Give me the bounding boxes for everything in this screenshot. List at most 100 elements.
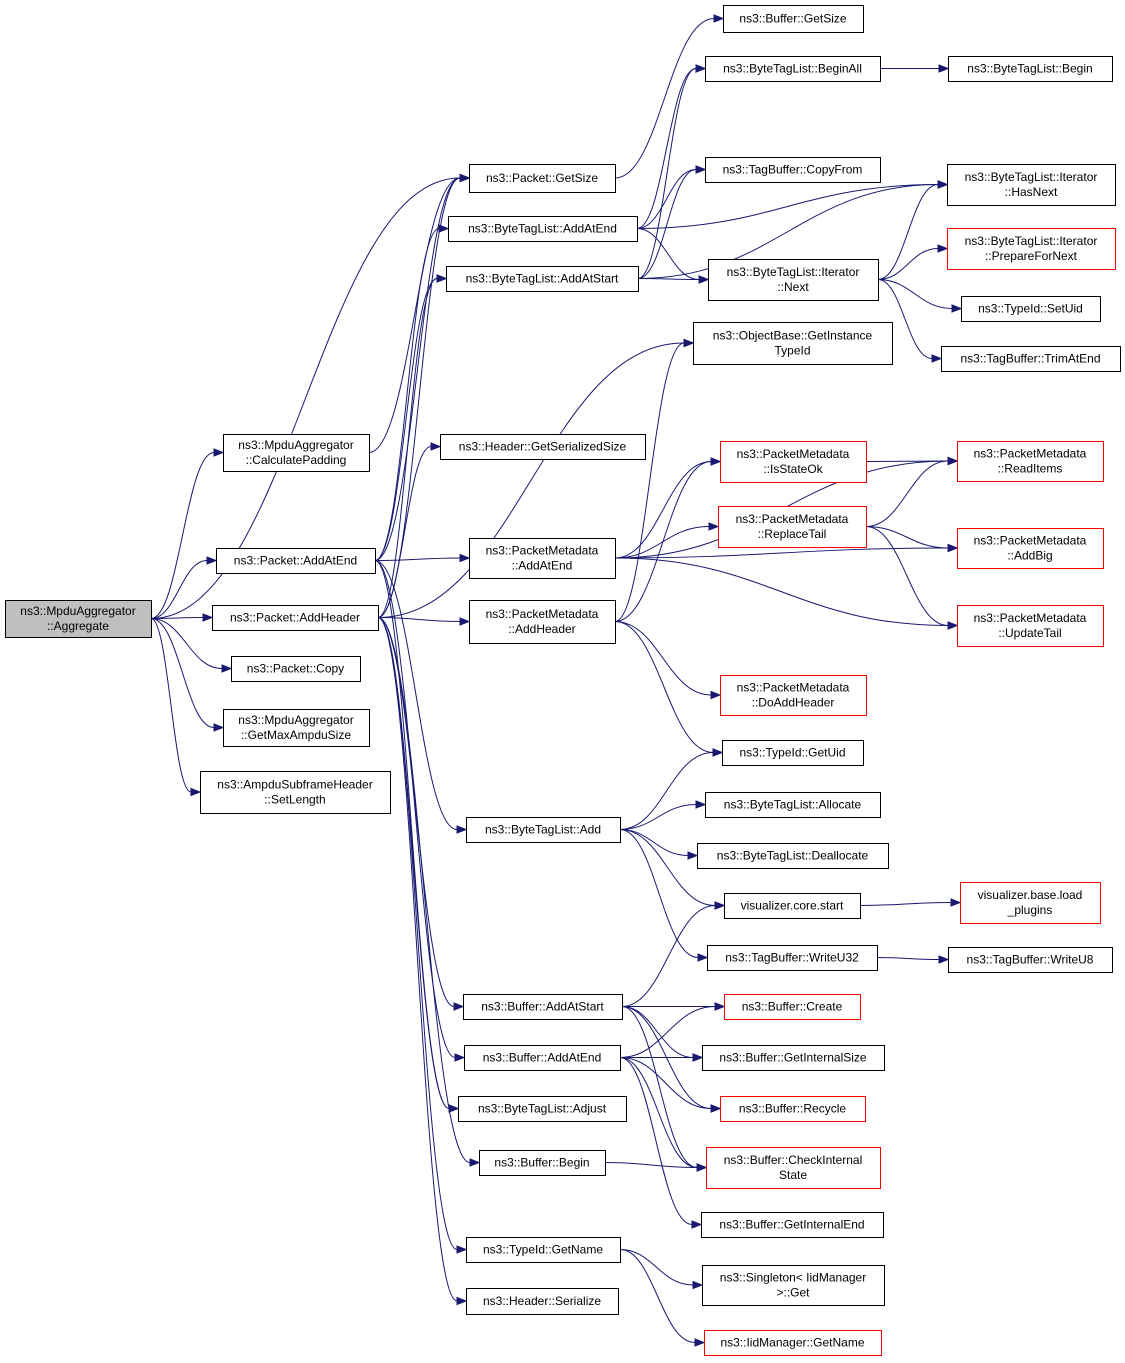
node-label: ns3::Header::GetSerializedSize bbox=[459, 440, 627, 454]
edge-viz-start-to-viz-load-plugins bbox=[859, 898, 962, 907]
edge-line bbox=[619, 752, 714, 830]
node-p-get-size[interactable]: ns3::Packet::GetSize bbox=[469, 164, 616, 193]
edge-arrowhead bbox=[692, 1053, 704, 1062]
edge-p-add-header-to-h-get-ser-size bbox=[377, 442, 442, 618]
node-pm-do-add-header[interactable]: ns3::PacketMetadata::DoAddHeader bbox=[720, 675, 867, 716]
node-pm-read-items[interactable]: ns3::PacketMetadata::ReadItems bbox=[957, 441, 1104, 482]
node-get-max-ampdu[interactable]: ns3::MpduAggregator::GetMaxAmpduSize bbox=[223, 709, 370, 747]
node-agg[interactable]: ns3::MpduAggregator::Aggregate bbox=[5, 600, 152, 638]
node-sing-get[interactable]: ns3::Singleton< IidManager>::Get bbox=[702, 1265, 885, 1306]
edge-arrowhead bbox=[710, 1104, 722, 1113]
node-btl-add-at-end[interactable]: ns3::ByteTagList::AddAtEnd bbox=[448, 216, 638, 242]
edge-p-add-header-to-h-serialize bbox=[377, 617, 468, 1306]
node-label: ns3::PacketMetadata bbox=[486, 544, 599, 558]
node-label: ::SetLength bbox=[264, 793, 325, 807]
node-tb-write-u8[interactable]: ns3::TagBuffer::WriteU8 bbox=[948, 947, 1113, 973]
node-tb-copy-from[interactable]: ns3::TagBuffer::CopyFrom bbox=[705, 157, 881, 183]
node-box bbox=[448, 216, 638, 242]
edge-arrowhead bbox=[698, 275, 710, 284]
node-label: ns3::TypeId::GetUid bbox=[739, 746, 845, 760]
node-pm-add-big[interactable]: ns3::PacketMetadata::AddBig bbox=[957, 528, 1104, 569]
node-h-get-ser-size[interactable]: ns3::Header::GetSerializedSize bbox=[440, 434, 646, 460]
edge-line bbox=[377, 342, 685, 618]
edge-arrowhead bbox=[938, 955, 950, 964]
node-b-get-int-size[interactable]: ns3::Buffer::GetInternalSize bbox=[702, 1045, 885, 1071]
node-label: ns3::ByteTagList::Adjust bbox=[478, 1102, 607, 1116]
edge-arrowhead bbox=[436, 274, 448, 283]
edge-arrowhead bbox=[697, 953, 709, 962]
node-box bbox=[479, 1150, 606, 1176]
node-label: ns3::ByteTagList::Allocate bbox=[724, 798, 862, 812]
node-h-serialize[interactable]: ns3::Header::Serialize bbox=[466, 1288, 619, 1315]
edge-p-get-size-to-b-get-size bbox=[614, 14, 725, 179]
node-label: ::UpdateTail bbox=[998, 626, 1061, 640]
node-tid-get-name[interactable]: ns3::TypeId::GetName bbox=[466, 1237, 621, 1263]
node-box bbox=[705, 157, 881, 183]
edge-pm-add-header-to-ob-get-inst bbox=[614, 338, 695, 622]
node-btl-begin[interactable]: ns3::ByteTagList::Begin bbox=[948, 56, 1113, 82]
node-viz-start[interactable]: visualizer.core.start bbox=[724, 893, 861, 919]
node-label: ns3::AmpduSubframeHeader bbox=[217, 778, 372, 792]
edge-arrowhead bbox=[190, 787, 202, 797]
node-set-length[interactable]: ns3::AmpduSubframeHeader::SetLength bbox=[200, 771, 391, 814]
node-pm-is-state-ok[interactable]: ns3::PacketMetadata::IsStateOk bbox=[720, 441, 867, 483]
edge-arrowhead bbox=[695, 165, 707, 174]
node-pm-add-at-end[interactable]: ns3::PacketMetadata::AddAtEnd bbox=[469, 538, 616, 579]
edge-arrowhead bbox=[469, 1158, 481, 1167]
node-tb-write-u32[interactable]: ns3::TagBuffer::WriteU32 bbox=[707, 945, 878, 971]
node-b-get-int-end[interactable]: ns3::Buffer::GetInternalEnd bbox=[701, 1212, 884, 1238]
node-btl-add-at-start[interactable]: ns3::ByteTagList::AddAtStart bbox=[446, 266, 639, 292]
node-p-copy[interactable]: ns3::Packet::Copy bbox=[231, 656, 361, 682]
edge-agg-to-get-max-ampdu bbox=[150, 618, 225, 732]
node-b-begin[interactable]: ns3::Buffer::Begin bbox=[479, 1150, 606, 1176]
edge-btl-add-to-btl-allocate bbox=[619, 800, 707, 830]
node-box bbox=[200, 771, 391, 814]
node-pm-add-header[interactable]: ns3::PacketMetadata::AddHeader bbox=[469, 600, 616, 644]
edge-agg-to-p-add-header bbox=[150, 613, 214, 622]
node-btl-add[interactable]: ns3::ByteTagList::Add bbox=[466, 817, 621, 843]
node-it-prepare[interactable]: ns3::ByteTagList::Iterator::PrepareForNe… bbox=[947, 228, 1116, 270]
node-btl-adjust[interactable]: ns3::ByteTagList::Adjust bbox=[458, 1096, 627, 1122]
node-it-next[interactable]: ns3::ByteTagList::Iterator::Next bbox=[708, 259, 879, 301]
node-box bbox=[223, 709, 370, 747]
node-label: ::DoAddHeader bbox=[752, 696, 835, 710]
edge-line bbox=[619, 804, 697, 830]
node-box bbox=[720, 675, 867, 716]
node-b-create[interactable]: ns3::Buffer::Create bbox=[724, 994, 861, 1020]
edge-arrowhead bbox=[459, 173, 471, 183]
node-label: _plugins bbox=[1007, 903, 1053, 917]
edge-line bbox=[377, 177, 461, 618]
node-it-has-next[interactable]: ns3::ByteTagList::Iterator::HasNext bbox=[947, 164, 1116, 206]
node-label: ns3::PacketMetadata bbox=[737, 681, 850, 695]
node-box bbox=[463, 994, 623, 1020]
node-b-recycle[interactable]: ns3::Buffer::Recycle bbox=[720, 1096, 866, 1122]
edge-line bbox=[150, 452, 215, 619]
node-b-get-size[interactable]: ns3::Buffer::GetSize bbox=[723, 5, 864, 33]
node-iid-get-name[interactable]: ns3::IidManager::GetName bbox=[704, 1330, 882, 1356]
node-btl-begin-all[interactable]: ns3::ByteTagList::BeginAll bbox=[705, 56, 881, 82]
node-p-add-header[interactable]: ns3::Packet::AddHeader bbox=[212, 605, 379, 631]
node-label: ::AddHeader bbox=[508, 622, 575, 636]
edge-line bbox=[614, 461, 712, 559]
node-tid-set-uid[interactable]: ns3::TypeId::SetUid bbox=[961, 296, 1101, 322]
node-tid-get-uid[interactable]: ns3::TypeId::GetUid bbox=[722, 740, 864, 766]
node-btl-allocate[interactable]: ns3::ByteTagList::Allocate bbox=[705, 792, 881, 818]
node-box bbox=[469, 600, 616, 644]
node-pm-replace-tail[interactable]: ns3::PacketMetadata::ReplaceTail bbox=[718, 506, 867, 548]
edge-line bbox=[637, 278, 700, 280]
node-pm-update-tail[interactable]: ns3::PacketMetadata::UpdateTail bbox=[957, 605, 1104, 647]
node-viz-load-plugins[interactable]: visualizer.base.load_plugins bbox=[960, 882, 1101, 924]
node-calcpad[interactable]: ns3::MpduAggregator::CalculatePadding bbox=[223, 434, 370, 472]
node-b-add-at-start[interactable]: ns3::Buffer::AddAtStart bbox=[463, 994, 623, 1020]
node-b-add-at-end[interactable]: ns3::Buffer::AddAtEnd bbox=[464, 1045, 621, 1071]
edge-b-add-at-start-to-b-check-int bbox=[621, 1006, 708, 1172]
node-btl-deallocate[interactable]: ns3::ByteTagList::Deallocate bbox=[697, 843, 889, 869]
edge-line bbox=[374, 560, 456, 1058]
node-box bbox=[697, 843, 889, 869]
node-p-add-at-end[interactable]: ns3::Packet::AddAtEnd bbox=[216, 548, 376, 574]
edge-line bbox=[374, 560, 458, 830]
edge-line bbox=[377, 617, 471, 1163]
node-tb-trim-at-end[interactable]: ns3::TagBuffer::TrimAtEnd bbox=[941, 346, 1121, 372]
